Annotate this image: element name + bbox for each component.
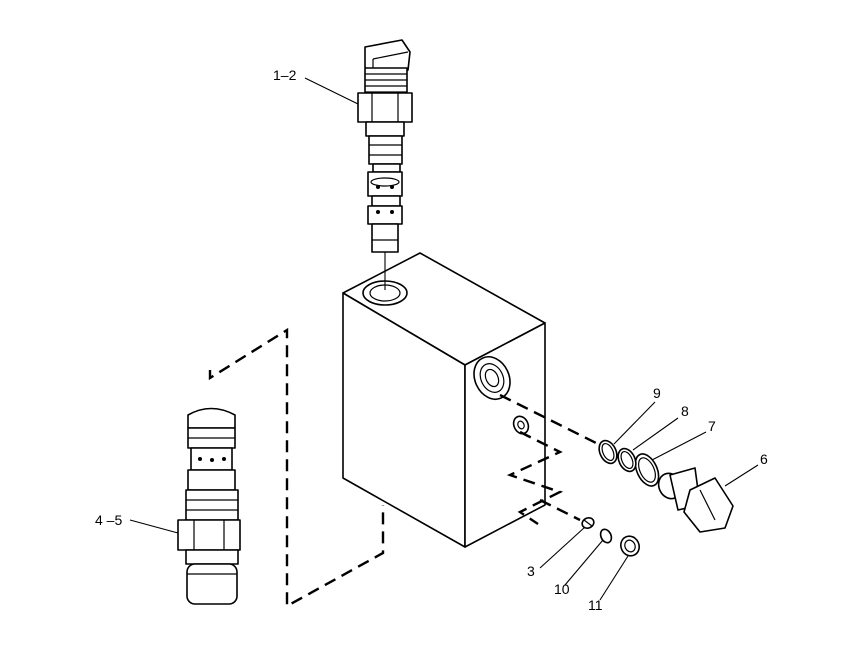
callout-10: 10 <box>554 581 570 597</box>
backup-ring-8 <box>617 447 637 473</box>
plug-6 <box>657 467 734 533</box>
callout-4-5: 4 –5 <box>95 512 122 528</box>
cartridge-valve-4-5 <box>177 407 241 605</box>
callout-11: 11 <box>588 597 603 613</box>
leader-lines <box>129 77 759 601</box>
plug-11 <box>620 535 640 557</box>
callout-3: 3 <box>527 563 535 579</box>
callout-1-2: 1–2 <box>273 67 297 83</box>
callout-6: 6 <box>760 451 768 467</box>
assembly-lines <box>208 252 601 609</box>
o-ring-10 <box>599 528 613 544</box>
callout-9: 9 <box>653 385 661 401</box>
valve-body-block <box>342 252 546 548</box>
o-ring-9 <box>598 439 618 465</box>
screw-3 <box>581 517 595 529</box>
cartridge-valve-1-2 <box>357 39 413 253</box>
seal-ring-7 <box>634 453 660 487</box>
callout-7: 7 <box>708 418 716 434</box>
callout-8: 8 <box>681 403 689 419</box>
